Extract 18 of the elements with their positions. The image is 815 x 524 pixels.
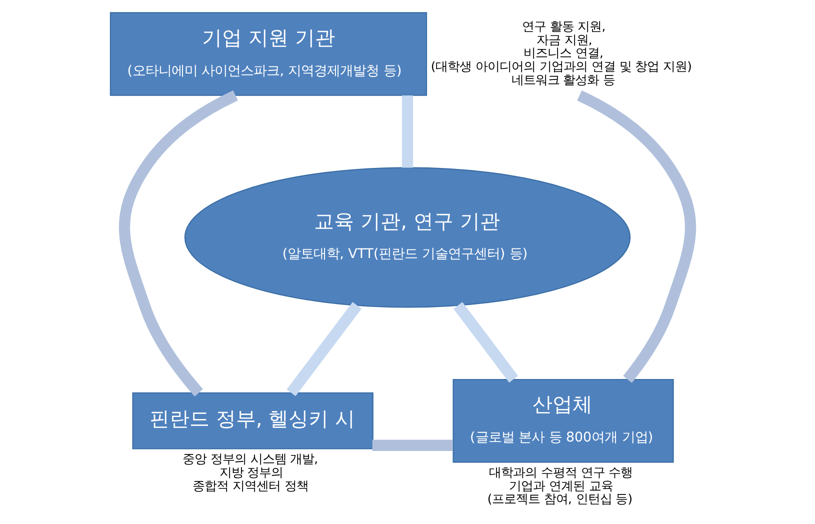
connector <box>577 90 696 383</box>
node-label: 자금 지원, <box>536 32 592 47</box>
node-label: 네트워크 활성화 등 <box>511 72 616 87</box>
node-label: 연구 활동 지원, <box>522 19 606 34</box>
node-label: 기업과 연계된 교육 <box>509 478 613 493</box>
node-ellipse: 교육 기관, 연구 기관 (알토대학, VTT(핀란드 기술연구센터) 등) <box>184 167 631 308</box>
node-label: (대학생 아이디어의 기업과의 연결 및 창업 지원) <box>430 60 692 74</box>
node-label: 대학과의 수평적 연구 수행 <box>489 465 633 480</box>
node-label: (프로젝트 참여, 인턴십 등) <box>487 492 633 506</box>
connector <box>372 440 453 451</box>
node-label: 종합적 지역센터 정책 <box>192 478 308 493</box>
node-label: 중앙 정부의 시스템 개발, <box>182 452 318 466</box>
node-label: 지방 정부의 <box>219 465 284 480</box>
node-label: 비즈니스 연결, <box>524 46 604 60</box>
connector <box>286 302 362 396</box>
connector <box>119 90 238 397</box>
connector <box>402 95 414 168</box>
connector <box>453 302 518 383</box>
